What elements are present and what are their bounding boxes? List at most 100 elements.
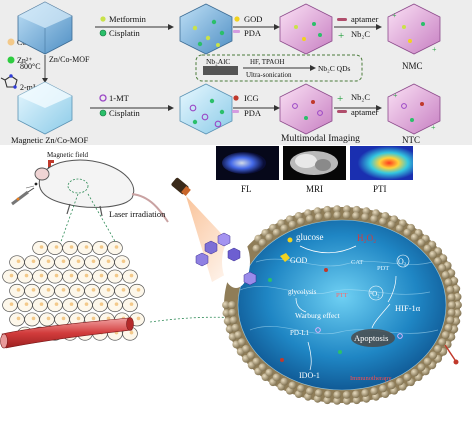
nmc-label: NMC (402, 61, 423, 71)
imidazole-icon (0, 74, 18, 89)
tissue-cell-nucleus (99, 273, 104, 278)
tissue-cell-nucleus (9, 273, 14, 278)
membrane-lipid (361, 389, 370, 397)
membrane-lipid (297, 384, 305, 393)
pti-panel (350, 146, 413, 180)
membrane-lipid (252, 357, 261, 366)
metformin-dot (100, 16, 106, 22)
nmc-crystal: + + (387, 3, 441, 55)
tissue-cell (129, 283, 145, 298)
o2-ring (396, 254, 410, 268)
tissue-cell-nucleus (61, 288, 66, 292)
membrane-lipid (434, 345, 442, 353)
aptamer-icon (337, 18, 347, 21)
membrane-lipid (395, 224, 404, 233)
nb2c-plus-icon: + (338, 30, 344, 42)
mt-label: 1-MT (109, 93, 130, 103)
o2-label: O₂ (398, 257, 407, 266)
membrane-lipid (247, 351, 255, 360)
membrane-lipid (446, 285, 455, 294)
membrane-lipid (410, 233, 419, 242)
tissue-cell (99, 255, 115, 270)
tissue-cell (24, 312, 40, 327)
arrow-4-head (168, 105, 174, 111)
h2o2-label: H₂O₂ (357, 233, 376, 243)
tissue-cell (9, 283, 25, 298)
tissue-cell-nucleus (136, 288, 141, 292)
down-arrow-head (42, 78, 48, 83)
tissue-cell (84, 255, 100, 270)
tissue-cell-nucleus (16, 259, 21, 264)
tissue-cell-nucleus (121, 259, 126, 264)
magnetic-mof-label: Magnetic Zn/Co-MOF (11, 135, 88, 145)
svg-text:+: + (392, 11, 397, 20)
tissue-cell-nucleus (114, 245, 119, 249)
cell-pathway-labels: glucose H₂O₂ GOD CAT PDT O₂ ¹O₂ PTT glyc… (268, 232, 421, 382)
tissue-cell-nucleus (31, 259, 36, 264)
membrane-lipid (324, 390, 332, 399)
membrane-lipid (395, 377, 404, 386)
membrane-lipid (314, 213, 323, 221)
membrane-lipid (444, 323, 453, 332)
tissue-cell-nucleus (39, 273, 44, 278)
co-dot (7, 38, 15, 46)
tissue-cell (54, 283, 70, 298)
ido-label: IDO-1 (299, 371, 320, 380)
tissue-cell (39, 255, 55, 270)
nb2c-label: Nb₂C (351, 29, 370, 39)
pda-icon (233, 30, 240, 33)
arrow-1-head (168, 24, 174, 30)
tissue-cell-nucleus (61, 316, 66, 321)
tissue-cell (114, 255, 130, 270)
tissue-cell (99, 283, 115, 298)
tissue-cell (9, 312, 25, 327)
tissue-cell-nucleus (76, 259, 81, 264)
membrane-lipid (423, 244, 432, 253)
mouse-illustration (25, 159, 169, 223)
arrow-2-head (274, 24, 280, 30)
tissue-cell-nucleus (136, 316, 141, 321)
membrane-lipid (288, 220, 297, 229)
membrane-lipid (314, 389, 323, 397)
membrane-lipid (452, 317, 461, 326)
membrane-lipid (333, 205, 341, 214)
nb2alc-label: Nb₂AlC (206, 57, 230, 66)
tissue-cell (62, 269, 78, 284)
mouse-to-tissue-line-2 (87, 193, 121, 251)
tissue-cell-nucleus (91, 316, 96, 321)
tissue-cell-nucleus (129, 330, 134, 335)
synthesis-arrow-head (310, 65, 316, 71)
nb2c2-plus-icon: + (337, 93, 343, 105)
membrane-lipid (229, 316, 238, 325)
icg-dot (233, 95, 239, 101)
tissue-cell (92, 269, 108, 284)
icg-pda-mof (279, 83, 333, 135)
membrane-lipid (305, 215, 314, 223)
aptamer-label: aptamer (351, 14, 379, 24)
icg-label: ICG (244, 93, 259, 103)
membrane-lipid (343, 205, 351, 214)
membrane-lipid (362, 207, 371, 216)
zn-co-mof-crystal (17, 1, 73, 55)
membrane-lipid (410, 368, 419, 377)
zn-dot (7, 56, 15, 64)
membrane-lipid (417, 363, 426, 372)
hif-label: HIF-1α (395, 303, 421, 313)
tissue-cell-nucleus (24, 302, 29, 306)
membrane-lipid (362, 394, 371, 403)
legend-mim-label: 2-mIm (20, 83, 43, 92)
membrane-lipid (280, 377, 289, 386)
membrane-lipid (452, 284, 461, 293)
membrane-lipid (252, 244, 261, 253)
god-cell-label: GOD (290, 256, 308, 265)
membrane-lipid (453, 309, 462, 317)
membrane-lipid (305, 387, 314, 395)
zn-co-mof-label: Zn/Co-MOF (49, 55, 90, 64)
tissue-cell-nucleus (9, 302, 14, 306)
tissue-cell-nucleus (54, 302, 59, 306)
mri-panel (283, 146, 346, 180)
pda-label: PDA (244, 28, 262, 38)
receptor-marker (444, 344, 459, 365)
tissue-cell (47, 298, 63, 313)
